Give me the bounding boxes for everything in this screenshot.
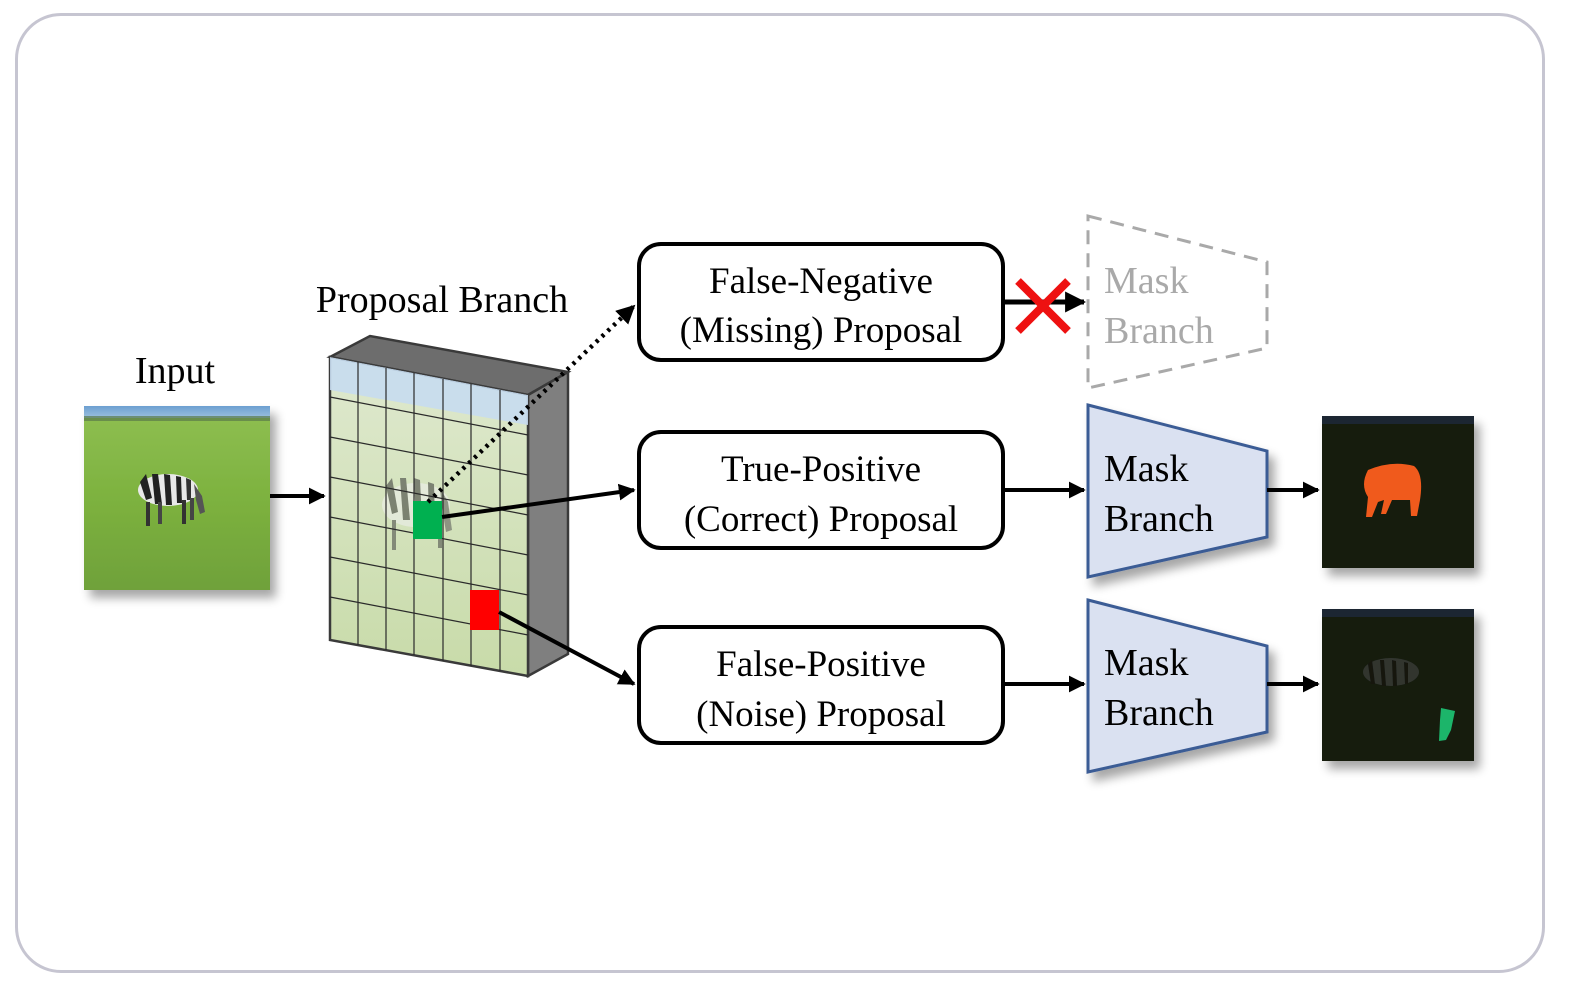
mask-branch-tp <box>1086 403 1269 579</box>
orange-zebra-mask <box>1364 463 1422 517</box>
arrow-to-false-positive <box>498 610 636 686</box>
proposal-title: False-Negative <box>709 261 933 302</box>
mask-branch-ghost-line2: Branch <box>1104 310 1214 352</box>
input-image <box>84 406 270 590</box>
mask-branch-tp-line1: Mask <box>1104 448 1188 490</box>
mask-branch-ghost-line1: Mask <box>1104 260 1188 302</box>
proposal-subtitle: (Noise) Proposal <box>696 694 946 735</box>
proposal-box-true-positive: True-Positive (Correct) Proposal <box>637 430 1005 550</box>
proposal-feature-map <box>326 334 572 679</box>
cross-icon <box>1015 278 1071 334</box>
proposal-title: True-Positive <box>721 449 921 490</box>
mask-branch-tp-line2: Branch <box>1104 498 1214 540</box>
fp-output-image <box>1322 609 1474 761</box>
green-noise-mask <box>1439 708 1455 741</box>
proposal-title: False-Positive <box>716 644 926 685</box>
faded-zebra <box>1363 658 1419 686</box>
arrow-to-true-positive <box>441 483 636 519</box>
mask-branch-fp <box>1086 598 1269 774</box>
proposal-branch-label: Proposal Branch <box>316 279 568 321</box>
tp-output-image <box>1322 416 1474 568</box>
mask-branch-fp-line1: Mask <box>1104 642 1188 684</box>
proposal-box-false-positive: False-Positive (Noise) Proposal <box>637 625 1005 745</box>
mask-branch-ghost: Mask Branch <box>1086 214 1269 390</box>
proposal-box-false-negative: False-Negative (Missing) Proposal <box>637 242 1005 362</box>
input-label: Input <box>135 350 216 392</box>
proposal-subtitle: (Correct) Proposal <box>684 499 958 540</box>
zebra-figure <box>138 474 205 526</box>
mask-branch-fp-line2: Branch <box>1104 692 1214 734</box>
proposal-subtitle: (Missing) Proposal <box>680 310 963 351</box>
true-positive-cell <box>413 501 442 539</box>
false-positive-cell <box>470 590 499 630</box>
